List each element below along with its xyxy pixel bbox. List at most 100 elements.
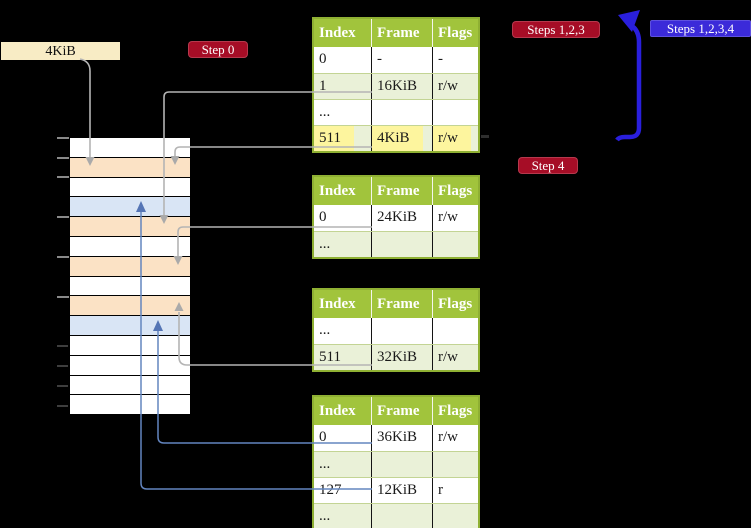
axis-tick (57, 345, 68, 347)
header-cell-index: Index (319, 183, 356, 199)
cell-index: 1 (319, 78, 327, 94)
table-row: ... (314, 231, 478, 257)
header-cell-flags: Flags (432, 397, 478, 425)
memory-block-size-label: 4KiB (1, 42, 120, 60)
cell-flags (432, 452, 478, 477)
cell-flags: - (432, 47, 478, 73)
header-cell-index: Index (319, 403, 356, 419)
cell-index: 511 (314, 126, 371, 151)
physical-memory-strip (70, 138, 190, 415)
axis-tick (57, 256, 69, 258)
header-cell-frame: Frame (371, 290, 432, 318)
header-cell-flags: Flags (432, 19, 478, 47)
cell-index: ... (319, 456, 331, 472)
cell-frame: 12KiB (371, 478, 432, 503)
cell-frame: 24KiB (371, 205, 432, 231)
axis-tick (57, 157, 69, 159)
memory-row-mapped-page (70, 316, 190, 335)
table-row: ... (314, 503, 478, 528)
steps-1234-badge: Steps 1,2,3,4 (650, 20, 751, 37)
recursive-loop-arrow (615, 21, 642, 142)
header-cell-frame: Frame (371, 397, 432, 425)
table1-right-stub (481, 135, 489, 138)
axis-tick (57, 296, 69, 298)
cell-flags: r/w (432, 425, 478, 451)
cell-frame: 16KiB (371, 74, 432, 99)
header-cell-flags: Flags (432, 177, 478, 205)
cell-flags: r/w (432, 205, 478, 231)
cell-frame (371, 232, 432, 257)
cell-frame: 4KiB (371, 126, 432, 151)
header-cell-flags: Flags (432, 290, 478, 318)
memory-row-free (70, 177, 190, 197)
header-cell-frame: Frame (371, 177, 432, 205)
steps-123-badge: Steps 1,2,3 (512, 21, 600, 38)
cell-flags (432, 318, 478, 344)
table-row: 0 -- (314, 47, 478, 73)
highlighted-value: 511 (314, 126, 354, 151)
cell-index: ... (319, 104, 331, 120)
header-cell-frame: Frame (371, 19, 432, 47)
axis-tick (57, 137, 69, 139)
cell-frame (371, 318, 432, 344)
table-row: 511 4KiB r/w (314, 125, 478, 151)
cell-flags: r/w (432, 345, 478, 370)
table-row: ... (314, 451, 478, 477)
memory-row-free (70, 138, 190, 157)
cell-frame: 32KiB (371, 345, 432, 370)
cell-flags (432, 232, 478, 257)
cell-flags: r/w (432, 74, 478, 99)
axis-tick (57, 385, 68, 387)
highlighted-value: r/w (433, 126, 471, 151)
cell-flags (432, 100, 478, 125)
cell-frame: - (371, 47, 432, 73)
memory-row-page-table (70, 256, 190, 276)
axis-tick (57, 216, 69, 218)
cell-flags: r/w (432, 126, 478, 151)
memory-row-free (70, 236, 190, 256)
table-row: ... (314, 318, 478, 344)
cell-frame (371, 452, 432, 477)
cell-index: 0 (319, 429, 327, 445)
cell-flags: r (432, 478, 478, 503)
memory-row-free (70, 355, 190, 375)
highlighted-value: 4KiB (372, 126, 423, 151)
step-4-badge: Step 4 (518, 157, 578, 174)
cell-index: 0 (319, 51, 327, 67)
cell-index: ... (319, 236, 331, 252)
memory-row-free (70, 335, 190, 355)
step-0-badge: Step 0 (188, 41, 248, 58)
cell-index: ... (319, 322, 331, 338)
cell-frame (371, 504, 432, 528)
recursive-loop-arrowhead (618, 10, 640, 32)
memory-row-page-table (70, 157, 190, 177)
cell-index: 127 (319, 482, 342, 498)
cell-index: ... (319, 508, 331, 524)
memory-row-free (70, 395, 190, 415)
axis-tick (57, 405, 68, 407)
header-cell-index: Index (319, 296, 356, 312)
cell-frame: 36KiB (371, 425, 432, 451)
memory-row-mapped-page (70, 197, 190, 217)
cell-flags (432, 504, 478, 528)
cell-index: 511 (319, 349, 341, 365)
axis-tick (57, 365, 68, 367)
cell-index: 0 (319, 209, 327, 225)
table-row: ... (314, 99, 478, 125)
axis-tick (57, 176, 69, 178)
memory-row-free (70, 276, 190, 296)
header-cell-index: Index (319, 25, 356, 41)
